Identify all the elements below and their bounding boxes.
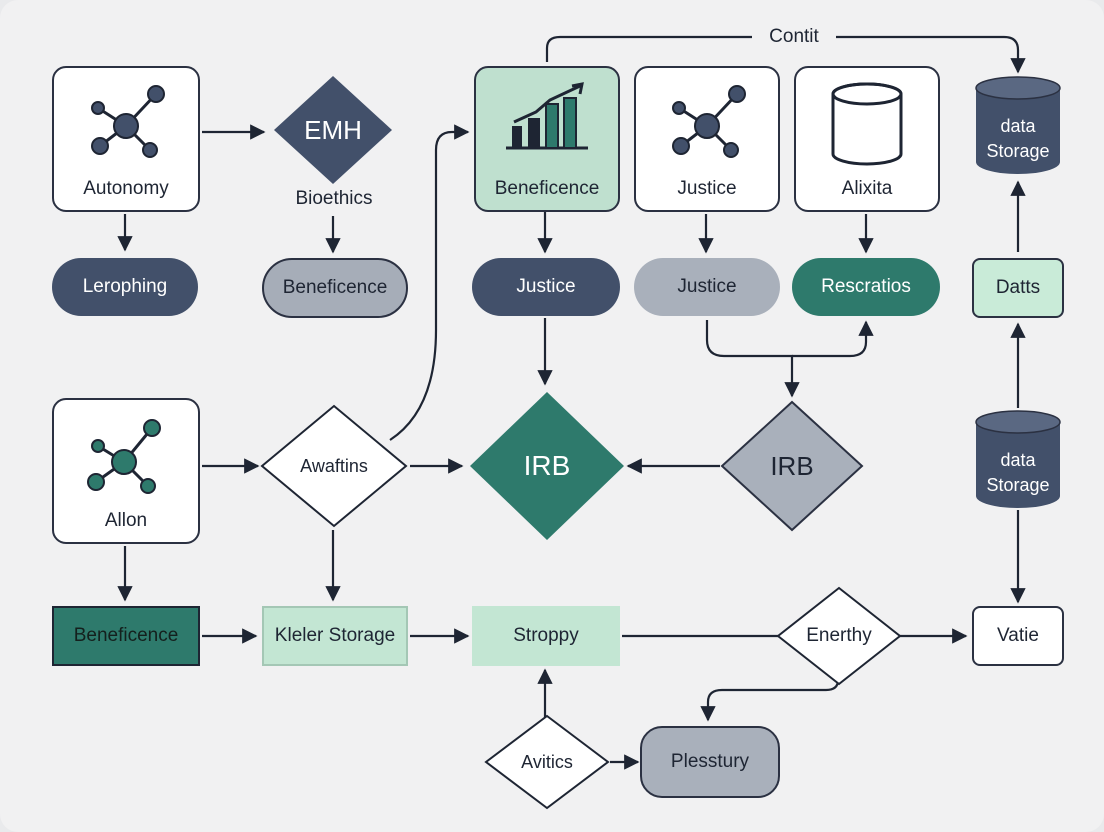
rescratios-pill[interactable]: Rescratios	[792, 258, 940, 316]
edge-awaftins-benef	[389, 124, 470, 441]
beneficence-rect[interactable]: Beneficence	[52, 606, 200, 666]
emh-diamond[interactable]: EMH	[272, 74, 394, 186]
avitics-label: Avitics	[521, 751, 573, 772]
allon-card[interactable]: Allon	[52, 398, 200, 544]
diamond-shape	[274, 76, 392, 184]
edge-enerthy-plesstury	[700, 670, 840, 722]
alixita-card[interactable]: Alixita	[794, 66, 940, 212]
edge-split-rescratios	[792, 320, 874, 358]
enerthy-label: Enerthy	[806, 625, 872, 646]
beneficence-pill[interactable]: Beneficence	[262, 258, 408, 318]
data-storage-top[interactable]: data Storage	[974, 76, 1062, 176]
lerophing-pill[interactable]: Lerophing	[52, 258, 198, 316]
database-icon	[975, 76, 1061, 174]
stroppy-rect[interactable]: Stroppy	[472, 606, 620, 666]
bioethics-label: Bioethics	[295, 188, 373, 209]
beneficence-card-label: Beneficence	[494, 178, 600, 199]
irb-gray-label: IRB	[770, 450, 814, 481]
justice-pill-navy[interactable]: Justice	[472, 258, 620, 316]
autonomy-card[interactable]: Autonomy	[52, 66, 200, 212]
enerthy-diamond[interactable]: Enerthy	[776, 586, 902, 686]
cylinder-icon	[796, 82, 938, 168]
data-storage-mid-line1: data	[1000, 450, 1036, 470]
awaftins-diamond[interactable]: Awaftins	[260, 404, 408, 528]
diamond-shape	[260, 404, 408, 528]
vatie-box[interactable]: Vatie	[972, 606, 1064, 666]
network-icon	[54, 414, 198, 494]
data-storage-top-line2: Storage	[986, 141, 1050, 161]
contit-label: Contit	[752, 26, 836, 48]
irb-gray-diamond[interactable]: IRB	[720, 400, 864, 532]
diamond-shape	[470, 392, 624, 540]
alixita-label: Alixita	[841, 178, 893, 199]
edge-justice-split	[705, 320, 800, 398]
kleler-storage-rect[interactable]: Kleler Storage	[262, 606, 408, 666]
data-storage-mid-line2: Storage	[986, 475, 1050, 495]
datts-box[interactable]: Datts	[972, 258, 1064, 318]
justice-pill-gray[interactable]: Justice	[634, 258, 780, 316]
data-storage-top-line1: data	[1000, 116, 1036, 136]
justice-card-label: Justice	[677, 178, 737, 199]
plesstury-pill[interactable]: Plesstury	[640, 726, 780, 798]
emh-label: EMH	[304, 114, 362, 145]
bar-chart-icon	[476, 82, 618, 162]
network-icon	[636, 82, 778, 162]
diamond-shape	[720, 400, 864, 532]
data-storage-mid[interactable]: data Storage	[974, 410, 1062, 510]
avitics-diamond[interactable]: Avitics	[484, 714, 610, 810]
justice-card[interactable]: Justice	[634, 66, 780, 212]
awaftins-label: Awaftins	[300, 455, 368, 476]
autonomy-label: Autonomy	[83, 178, 169, 199]
irb-teal-diamond[interactable]: IRB	[468, 390, 626, 542]
beneficence-card[interactable]: Beneficence	[474, 66, 620, 212]
database-icon	[975, 410, 1061, 508]
irb-teal-label: IRB	[523, 450, 571, 481]
diamond-shape	[484, 714, 610, 810]
allon-label: Allon	[104, 510, 148, 531]
network-icon	[54, 82, 198, 162]
diamond-shape	[776, 586, 902, 686]
